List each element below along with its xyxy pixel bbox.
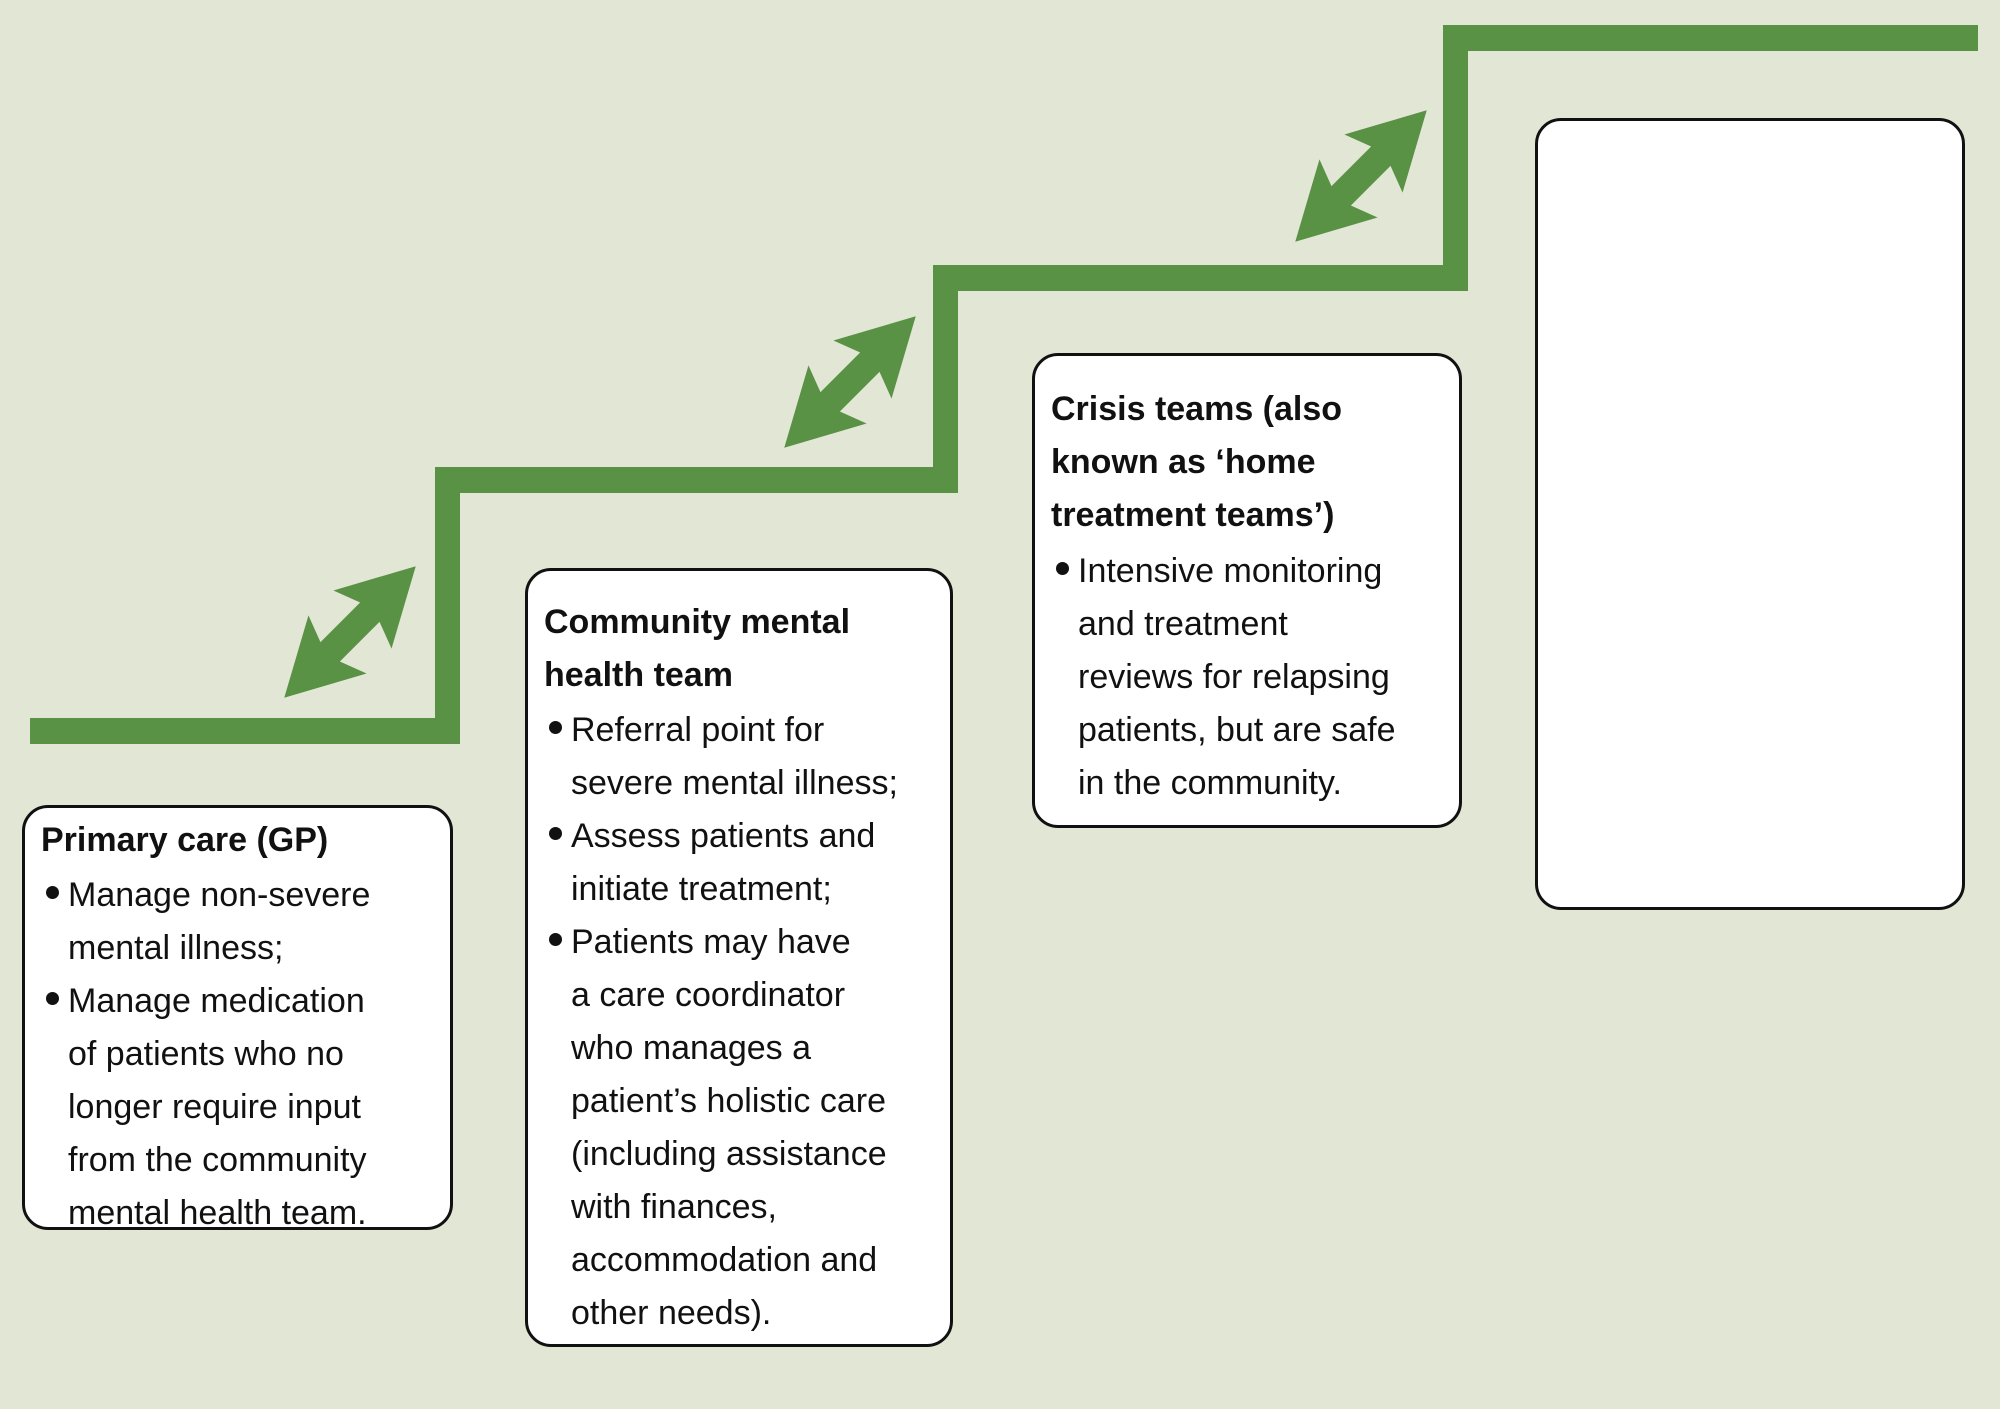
bullet-list: Manage non-severe mental illness;Manage …	[41, 869, 434, 1240]
bullet-item: Patients may have a care coordinator who…	[544, 916, 934, 1340]
stair-step-1-bar	[30, 718, 460, 744]
bullet-item: Manage non-severe mental illness;	[41, 869, 434, 975]
box-heading: Community mental health team	[544, 603, 851, 694]
bullet-item: Assess patients and initiate treatment;	[544, 810, 934, 916]
empty-top-box	[1535, 118, 1965, 910]
bullet-list: Referral point for severe mental illness…	[544, 704, 934, 1340]
crisis-teams-box: Crisis teams (also known as ‘home treatm…	[1032, 353, 1462, 828]
bullet-item: Manage medication of patients who no lon…	[41, 975, 434, 1240]
stair-step-2-bar	[435, 467, 958, 493]
double-headed-diagonal-arrow-icon	[1295, 110, 1427, 242]
community-mental-health-team-box: Community mental health team Referral po…	[525, 568, 953, 1347]
stair-step-3-bar	[933, 265, 1468, 291]
stair-riser-2	[933, 265, 958, 492]
primary-care-box: Primary care (GP) Manage non-severe ment…	[22, 805, 453, 1232]
double-headed-diagonal-arrow-icon	[284, 566, 416, 698]
box-heading: Crisis teams (also known as ‘home treatm…	[1051, 390, 1343, 534]
stair-riser-3	[1443, 25, 1468, 290]
bullet-item: Intensive monitoring and treatment revie…	[1051, 545, 1443, 810]
bullet-item: Referral point for severe mental illness…	[544, 704, 934, 810]
box-heading: Primary care (GP)	[41, 821, 329, 859]
stair-step-4-bar	[1443, 25, 1978, 51]
double-headed-diagonal-arrow-icon	[784, 316, 916, 448]
bullet-list: Intensive monitoring and treatment revie…	[1051, 545, 1443, 810]
stair-riser-1	[435, 467, 460, 744]
